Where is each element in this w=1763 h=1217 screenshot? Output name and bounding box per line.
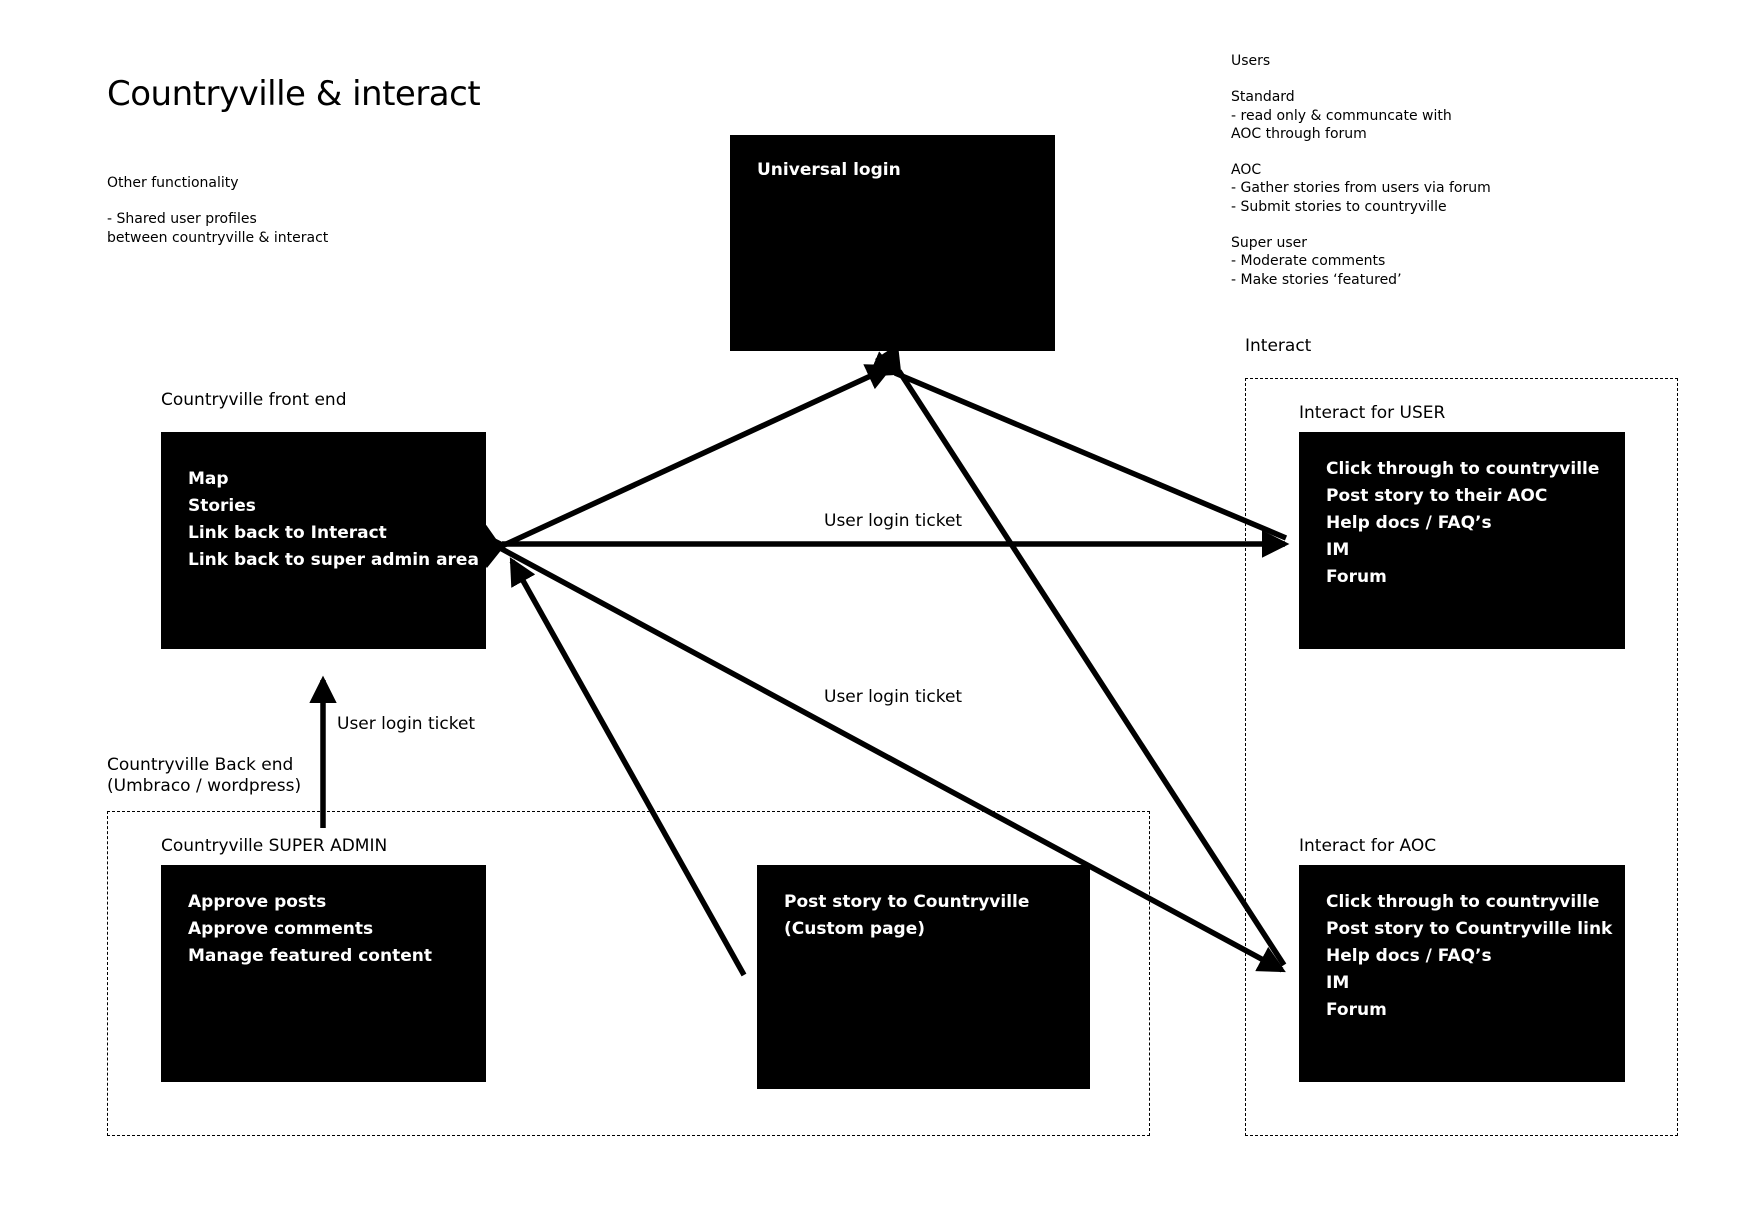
users-heading: Users [1231, 53, 1271, 69]
arrow-front-end-universal-login [475, 364, 894, 569]
super-admin-label: Countryville SUPER ADMIN [161, 836, 388, 856]
users-note: Users Standard - read only & communcate … [1231, 52, 1491, 289]
standard-title: Standard [1231, 89, 1295, 106]
interact-aoc-box: Click through to countryville Post story… [1299, 865, 1625, 1082]
arrow-front-end-interact-aoc [473, 524, 1286, 973]
connector-label-vertical: User login ticket [337, 714, 476, 734]
front-end-box: Map Stories Link back to Interact Link b… [161, 432, 486, 649]
aoc-line: - Submit stories to countryville [1231, 198, 1447, 215]
super-user-line: - Make stories ‘featured’ [1231, 271, 1402, 288]
standard-line: - read only & communcate with [1231, 107, 1452, 124]
interact-aoc-item: Forum [1326, 1000, 1387, 1020]
front-end-item: Link back to super admin area [188, 550, 479, 570]
aoc-line: - Gather stories from users via forum [1231, 180, 1491, 197]
back-end-sublabel: (Umbraco / wordpress) [107, 776, 302, 796]
back-end-label: Countryville Back end [107, 755, 294, 775]
universal-login-title: Universal login [757, 160, 901, 180]
interact-label: Interact [1245, 336, 1312, 356]
front-end-item: Map [188, 469, 229, 489]
interact-user-label: Interact for USER [1299, 403, 1446, 423]
interact-aoc-item: Post story to Countryville link [1326, 919, 1613, 939]
standard-line: AOC through forum [1231, 125, 1367, 142]
super-admin-item: Approve comments [188, 919, 374, 939]
interact-user-box: Click through to countryville Post story… [1299, 432, 1625, 649]
interact-user-item: IM [1326, 540, 1350, 560]
front-end-item: Link back to Interact [188, 523, 387, 543]
connector-label-middle: User login ticket [824, 687, 963, 707]
other-functionality-line: - Shared user profiles [107, 211, 257, 228]
universal-login-box: Universal login [730, 135, 1055, 351]
interact-user-item: Click through to countryville [1326, 459, 1600, 479]
super-user-title: Super user [1231, 235, 1308, 252]
connector-label-top: User login ticket [824, 511, 963, 531]
super-admin-item: Approve posts [188, 892, 327, 912]
super-user-line: - Moderate comments [1231, 253, 1386, 270]
interact-aoc-item: IM [1326, 973, 1350, 993]
arrow-universal-login-interact-aoc [874, 344, 1287, 967]
interact-user-item: Help docs / FAQ’s [1326, 513, 1492, 533]
front-end-label: Countryville front end [161, 390, 347, 410]
super-admin-box: Approve posts Approve comments Manage fe… [161, 865, 486, 1082]
interact-aoc-label: Interact for AOC [1299, 836, 1437, 856]
other-functionality-heading: Other functionality [107, 175, 239, 191]
aoc-title: AOC [1231, 162, 1262, 179]
interact-aoc-item: Click through to countryville [1326, 892, 1600, 912]
arrow-post-story-front-end [509, 557, 747, 977]
arrow-universal-login-interact-user [868, 351, 1288, 541]
interact-user-item: Forum [1326, 567, 1387, 587]
front-end-item: Stories [188, 496, 256, 516]
other-functionality-line: between countryville & interact [107, 229, 329, 246]
super-admin-item: Manage featured content [188, 946, 432, 966]
interact-user-item: Post story to their AOC [1326, 486, 1548, 506]
page-title: Countryville & interact [107, 74, 481, 114]
interact-aoc-item: Help docs / FAQ’s [1326, 946, 1492, 966]
other-functionality-note: Other functionality - Shared user profil… [107, 174, 328, 247]
